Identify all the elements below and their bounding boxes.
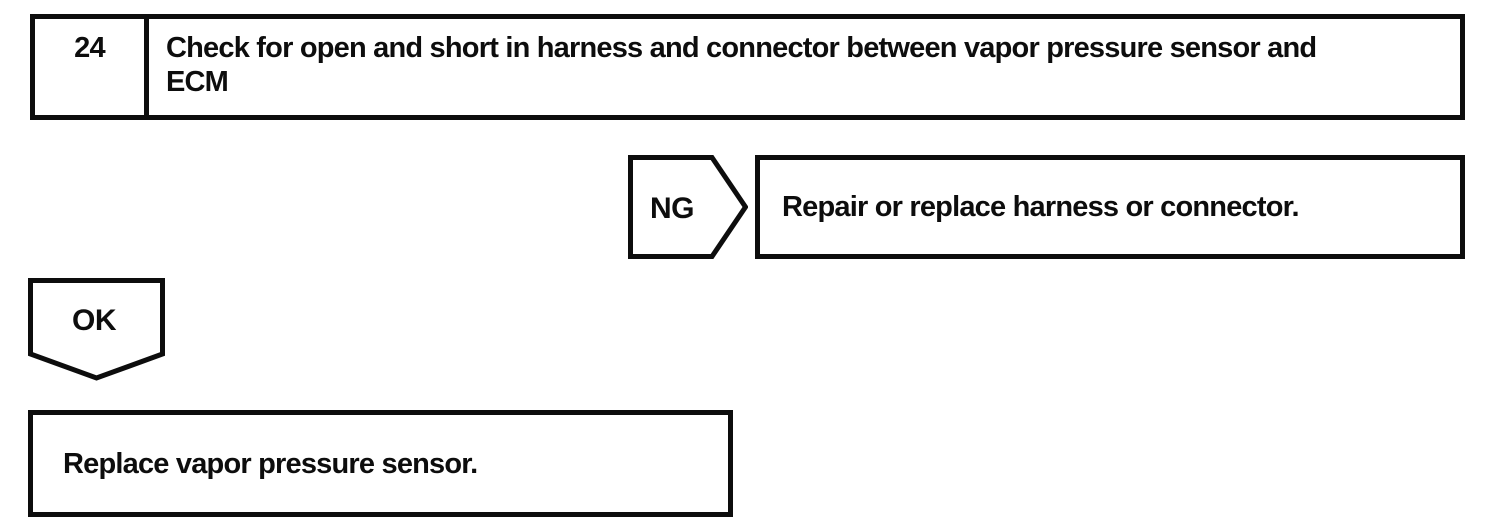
ok-result-text: Replace vapor pressure sensor. bbox=[63, 447, 478, 480]
step-instruction: Check for open and short in harness and … bbox=[166, 32, 1317, 98]
ok-result-box: Replace vapor pressure sensor. bbox=[28, 410, 733, 517]
ok-connector: OK bbox=[28, 278, 165, 381]
ng-label: NG bbox=[650, 192, 694, 225]
ng-arrow-shape bbox=[628, 155, 748, 259]
ok-arrow-shape bbox=[28, 278, 165, 381]
step-box: 24 Check for open and short in harness a… bbox=[30, 14, 1465, 120]
step-number: 24 bbox=[74, 32, 105, 64]
step-instruction-cell: Check for open and short in harness and … bbox=[149, 19, 1460, 115]
ng-result-text: Repair or replace harness or connector. bbox=[782, 191, 1300, 223]
ng-result-box: Repair or replace harness or connector. bbox=[755, 155, 1465, 259]
step-number-cell: 24 bbox=[35, 19, 149, 115]
ng-connector: NG bbox=[628, 155, 748, 259]
ok-label: OK bbox=[72, 304, 117, 337]
